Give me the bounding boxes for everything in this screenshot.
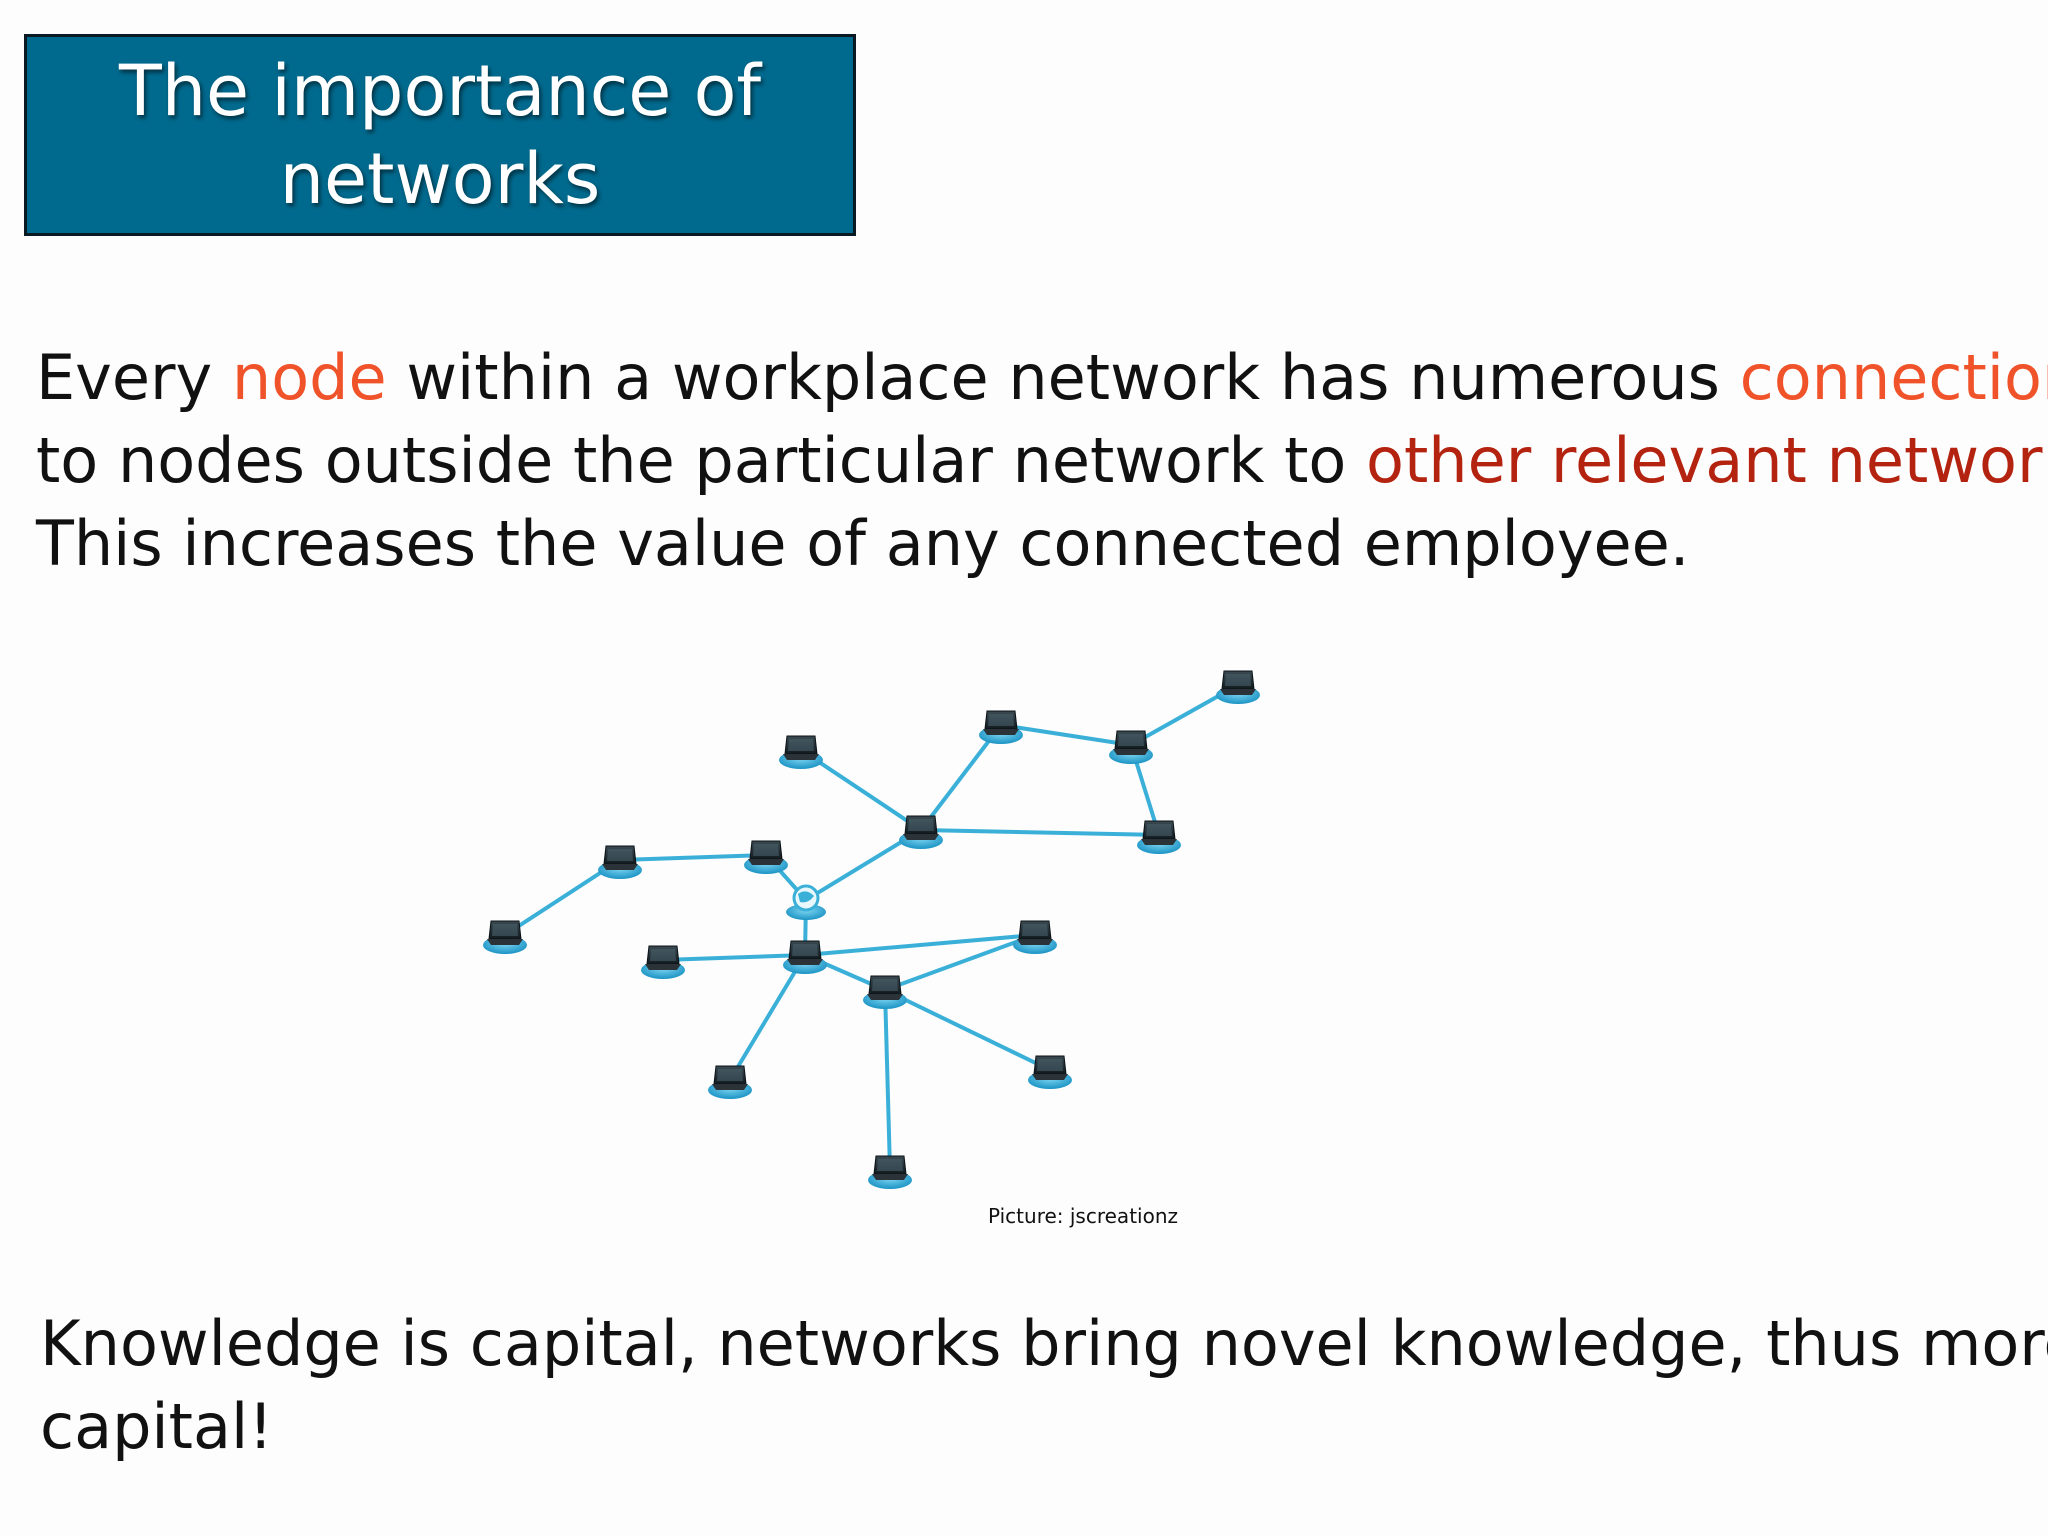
laptop-icon: [1215, 670, 1261, 705]
laptop-icon: [778, 735, 824, 770]
hub-globe: [786, 884, 826, 920]
text-run: within a workplace network has numerous: [386, 341, 1740, 414]
body-paragraph: Every node within a workplace network ha…: [36, 336, 2048, 585]
laptop-icon: [867, 1155, 913, 1190]
text-run: to nodes outside the particular network …: [36, 424, 1367, 497]
laptop-icon: [597, 845, 643, 880]
laptop-icon: [782, 940, 828, 975]
laptop-icon: [1136, 820, 1182, 855]
laptop-icon: [1012, 920, 1058, 955]
highlight-connections: connections: [1739, 341, 2048, 414]
laptop-icon: [862, 975, 908, 1010]
picture-credit: Picture: jscreationz: [988, 1204, 1178, 1228]
laptop-icon: [743, 840, 789, 875]
title-line-2: networks: [279, 138, 601, 220]
laptop-icon: [978, 710, 1024, 745]
text-run: Every: [36, 341, 232, 414]
closing-line-2: capital!: [40, 1390, 274, 1463]
paragraph-line-1: Every node within a workplace network ha…: [36, 336, 2048, 419]
closing-line-1: Knowledge is capital, networks bring nov…: [40, 1307, 2048, 1380]
closing-statement: Knowledge is capital, networks bring nov…: [40, 1302, 2048, 1468]
network-nodes: [482, 670, 1261, 1190]
paragraph-line-2: to nodes outside the particular network …: [36, 419, 2048, 502]
highlight-other-networks: other relevant networks: [1366, 424, 2048, 497]
laptop-icon: [640, 945, 686, 980]
highlight-node: node: [231, 341, 387, 414]
title-box: The importance of networks: [24, 34, 856, 236]
laptop-icon: [707, 1065, 753, 1100]
paragraph-line-3: This increases the value of any connecte…: [36, 507, 1690, 580]
title-line-1: The importance of: [118, 50, 762, 132]
network-illustration: [482, 670, 1261, 1190]
